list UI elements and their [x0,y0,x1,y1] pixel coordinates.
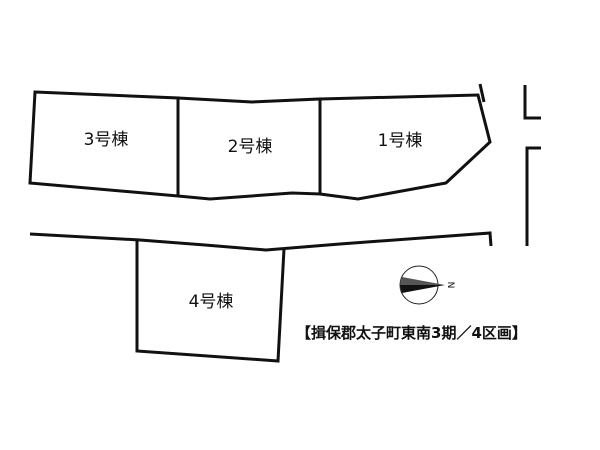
road-edge-lower [29,231,493,252]
plan-caption: 【揖保郡太子町東南3期／4区画】 [296,324,527,342]
lower-area [29,231,493,363]
upper-lots [28,83,492,201]
lot-2-label: 2号棟 [228,137,273,157]
compass-north-letter: N [445,282,455,289]
lot-1-label: 1号棟 [378,131,423,151]
lot-3-label: 3号棟 [84,130,129,150]
road-edge-right [523,85,541,246]
north-arrow-icon: N [399,265,455,305]
lot-4-outline [135,241,286,363]
lot-1-outline [319,93,492,201]
boundary-stub [478,83,486,103]
lot-4-label: 4号棟 [189,292,234,312]
